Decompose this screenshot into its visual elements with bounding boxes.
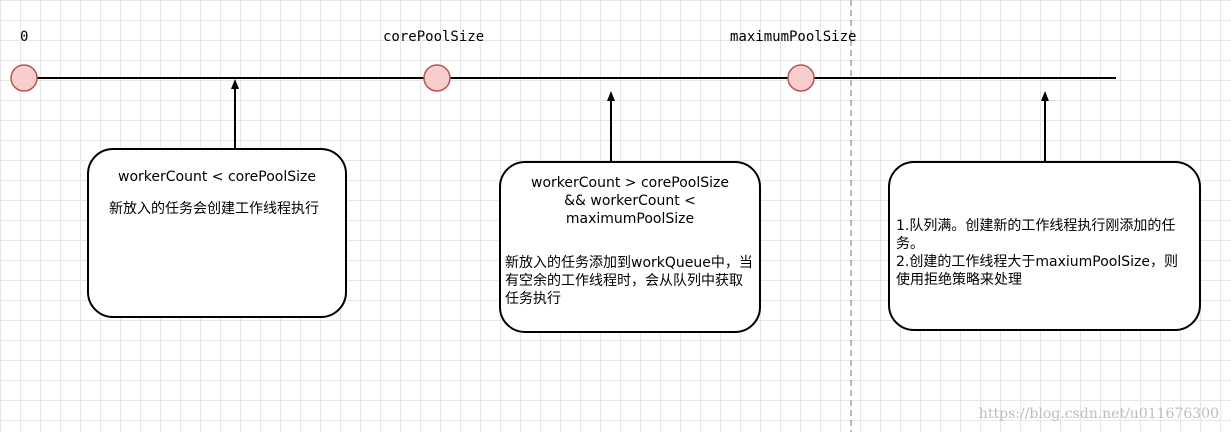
label-core-pool-size: corePoolSize [383, 29, 484, 45]
marker-maximum-pool-size [787, 64, 815, 92]
box-above-maximum-pool-size: 1.队列满。创建新的工作线程执行刚添加的任务。 2.创建的工作线程大于maxiu… [888, 161, 1201, 331]
label-maximum-pool-size: maximumPoolSize [730, 29, 856, 45]
box3-line1: 1.队列满。创建新的工作线程执行刚添加的任务。 [896, 218, 1176, 252]
box-between-pool-sizes: workerCount > corePoolSize && workerCoun… [499, 161, 761, 333]
box2-condition-line2: && workerCount < maximumPoolSize [564, 193, 696, 227]
label-zero: 0 [20, 29, 28, 45]
box2-condition-line1: workerCount > corePoolSize [531, 175, 729, 191]
box2-description: 新放入的任务添加到workQueue中，当有空余的工作线程时，会从队列中获取任务… [505, 255, 753, 307]
watermark: https://blog.csdn.net/u011676300 [978, 406, 1219, 422]
marker-core-pool-size [423, 64, 451, 92]
box1-description: 新放入的任务会创建工作线程执行 [109, 201, 319, 217]
box-below-core-pool-size: workerCount < corePoolSize 新放入的任务会创建工作线程… [87, 148, 347, 318]
marker-zero [10, 64, 38, 92]
box1-condition: workerCount < corePoolSize [118, 169, 316, 185]
box3-line2: 2.创建的工作线程大于maxiumPoolSize，则使用拒绝策略来处理 [896, 254, 1178, 288]
